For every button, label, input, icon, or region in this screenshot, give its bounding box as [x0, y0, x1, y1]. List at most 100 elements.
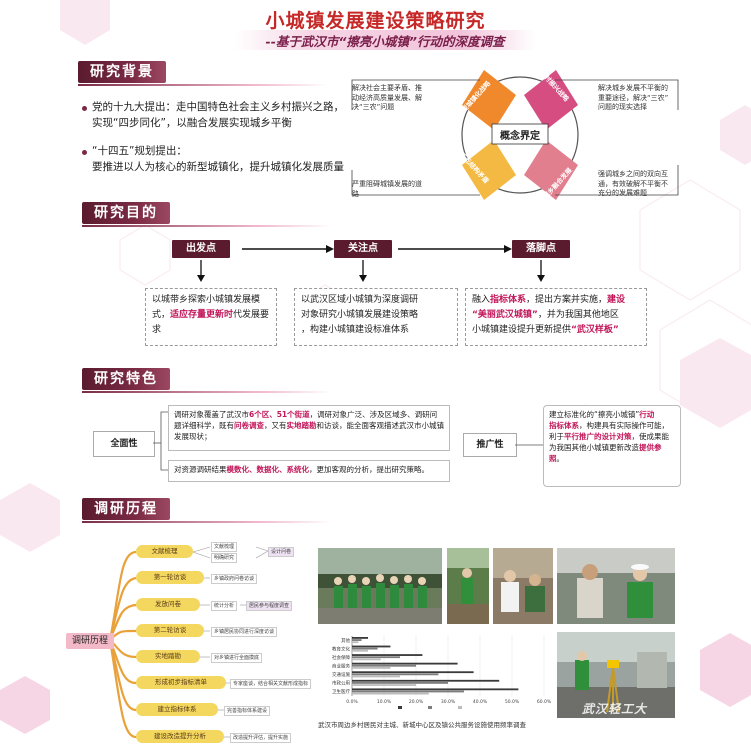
- chart-tick-label: 60.0%: [537, 699, 552, 705]
- chart-legend-swatch: [398, 706, 402, 709]
- chart-tick-label: 40.0%: [473, 699, 488, 705]
- mindmap-node: 发放问卷: [136, 598, 200, 611]
- photo-interview-2: [557, 548, 675, 624]
- mindmap-node: 建立指标体系: [136, 703, 218, 716]
- section-divider: [78, 84, 328, 86]
- chart-tick-labels: 0.0%10.0%20.0%30.0%40.0%50.0%60.0%: [346, 699, 552, 705]
- chart-category-label: 其他: [341, 637, 350, 644]
- mindmap-node: 第二轮访谈: [136, 624, 204, 637]
- mindmap-node: 第一轮访谈: [136, 571, 204, 584]
- chart-bar: [352, 667, 391, 669]
- feature-promotion-label: 推广性: [463, 433, 517, 457]
- chart-bar: [352, 656, 400, 659]
- chart-bar: [352, 664, 416, 667]
- mindmap-node: 建设改造提升分析: [136, 730, 224, 743]
- chart-bar: [352, 682, 448, 684]
- mindmap-node: 实地踏勘: [136, 650, 200, 663]
- chart-bar: [352, 654, 423, 656]
- chart-bar: [352, 645, 391, 648]
- feature-comprehensive-detail-1: 调研对象覆盖了武汉市6个区、51个街道，调研对象广泛、涉及区域多、调研问题详细科…: [168, 405, 450, 451]
- mindmap-subnode: 乡镇政府问卷访谈: [211, 574, 258, 584]
- photo-interview-1: [493, 548, 553, 624]
- bullet-icon: [82, 150, 87, 155]
- concept-center-label: 概念界定: [500, 131, 540, 142]
- mindmap-subnode: 乡镇居民协同进行深度访谈: [211, 627, 278, 637]
- section-heading-purpose: 研究目的: [82, 202, 170, 224]
- subtitle-band: [235, 30, 535, 50]
- chart-bar: [352, 639, 362, 641]
- feature-bracket: [153, 411, 169, 471]
- chart-bar: [352, 688, 519, 691]
- chart-bar: [352, 675, 400, 678]
- quadrant-new-urbanization: [462, 70, 516, 130]
- chart-category-label: 卫生医疗: [332, 688, 350, 695]
- concept-note-3: 严重阻碍城镇发展的道路: [352, 180, 422, 198]
- section-divider: [82, 521, 332, 523]
- chart-legend-swatch: [458, 706, 462, 709]
- mindmap-subnode: 统计分析: [211, 601, 238, 611]
- photo-site-survey-instrument: [557, 632, 675, 718]
- chart-bar: [352, 637, 368, 639]
- quadrant-urban-rural-integration: [524, 140, 578, 200]
- chart-bar: [352, 641, 359, 644]
- chart-tick-label: 10.0%: [377, 699, 392, 705]
- chart-tick-label: 0.0%: [346, 699, 358, 705]
- purpose-box-focus: 以武汉区域小城镇为深度调研对象研究小城镇发展建设策略，构建小城镇建设标准体系: [294, 288, 458, 346]
- mindmap-subnode: 改造提升评估，提升实施: [230, 733, 292, 743]
- concept-note-4: 强调城乡之间的双向互通，有效破解不平衡不充分的发展难题: [598, 170, 668, 197]
- concept-diagram: [461, 70, 579, 200]
- chart-bars: [352, 637, 519, 695]
- chart-legend: [398, 706, 462, 709]
- concept-note-1: 解决社会主要矛盾、推动经济高质量发展、解决“三农”问题: [352, 84, 422, 111]
- mindmap-branches: [108, 546, 269, 739]
- chart-tick-label: 50.0%: [505, 699, 520, 705]
- section-heading-process: 调研历程: [82, 498, 170, 520]
- page-subtitle: --基于武汉市“擦亮小城镇”行动的深度调查: [265, 34, 505, 49]
- chart-category-label: 社会保障: [332, 654, 350, 661]
- purpose-arrows: [242, 245, 512, 253]
- mindmap-node: 文献梳理: [136, 545, 193, 558]
- page-title: 小城镇发展建设策略研究: [265, 10, 486, 32]
- chart-bar: [352, 671, 474, 674]
- mindmap-subnode: 对乡镇进行全面摸底: [211, 653, 263, 663]
- chart-bar: [352, 662, 458, 665]
- mindmap-subnode: 设计问卷: [268, 547, 295, 557]
- quadrant-rural-revitalization: [524, 70, 578, 130]
- chart-category-label: 交通设施: [332, 671, 350, 678]
- chart-category-label: 市政公用: [332, 680, 350, 687]
- watermark: 武汉轻工大: [582, 702, 648, 716]
- photo-field-inspection: [447, 548, 489, 624]
- section-heading-background: 研究背景: [78, 61, 166, 83]
- mindmap-subnode: 专家座谈，结合相关文献形成指标: [230, 679, 312, 689]
- bullet-icon: [82, 106, 87, 111]
- section-divider: [82, 391, 332, 393]
- section-divider: [82, 225, 332, 227]
- purpose-box-end: 融入指标体系，提出方案并实施，建设“美丽武汉城镇”，并为我国其他地区小城镇建设提…: [465, 288, 647, 346]
- chart-caption: 武汉市周边乡村居民对主城、新城中心区及镇公共服务设施使用频率调查: [318, 721, 526, 729]
- mindmap-subnode: 完善指标体系建设: [224, 706, 271, 716]
- step-tag-focus: 关注点: [334, 240, 392, 258]
- chart-bar: [352, 673, 439, 676]
- purpose-down-arrows: [197, 260, 545, 282]
- chart-bar: [352, 649, 368, 652]
- chart-bar: [352, 690, 464, 693]
- chart-category-label: 教育文化: [332, 645, 350, 652]
- concept-connector-lines: [351, 79, 679, 196]
- purpose-box-start: 以城带乡探索小城镇发展模式，适应存量更新时代发展要求: [145, 288, 277, 346]
- section-heading-features: 研究特色: [82, 368, 170, 390]
- background-point-2: “十四五”规划提出： 要推进以人为核心的新型城镇化，提升城镇化发展质量: [92, 145, 344, 173]
- chart-bar: [352, 684, 416, 686]
- concept-note-2: 解决城乡发展不平衡的重要途径，解决“三农”问题的现实选择: [598, 84, 669, 111]
- photo-team-survey: [318, 548, 442, 624]
- mindmap-root: 调研历程: [66, 633, 114, 649]
- chart-bar: [352, 692, 429, 695]
- feature-comprehensive-detail-2: 对资源调研结果模数化、数据化、系统化，更加客观的分析，提出研究策略。: [168, 460, 450, 482]
- chart-bar: [352, 679, 500, 682]
- chart-tick-label: 20.0%: [409, 699, 424, 705]
- step-tag-end: 落脚点: [512, 240, 570, 258]
- quadrant-dual-structure: [462, 140, 516, 200]
- feature-promotion-detail: 建立标准化的“擦亮小城镇”行动指标体系，构建具有实际操作可能，利于平行推广的设计…: [543, 405, 681, 487]
